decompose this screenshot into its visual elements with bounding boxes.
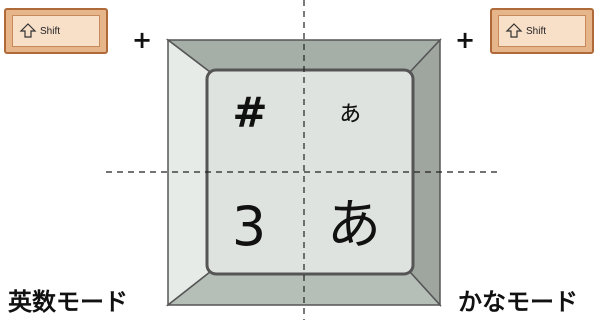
key-char-bottom-right: あ — [327, 193, 381, 256]
right-shift-key: Shift — [490, 8, 594, 54]
left-shift-key: Shift — [4, 8, 108, 54]
shift-arrow-icon — [19, 23, 37, 38]
key-char-top-right: ぁ — [336, 98, 363, 128]
right-shift-key-label: Shift — [526, 25, 547, 37]
alphanumeric-mode-label: 英数モード — [8, 288, 128, 316]
key-char-bottom-left: 3 — [231, 195, 267, 258]
shift-arrow-icon — [505, 23, 523, 38]
right-shift-key-face: Shift — [498, 15, 586, 47]
left-shift-key-face: Shift — [12, 15, 100, 47]
key-char-top-left: # — [232, 88, 268, 137]
kana-mode-label: かなモード — [458, 288, 578, 316]
left-shift-key-label: Shift — [40, 25, 61, 37]
left-plus-sign: + — [132, 26, 153, 54]
right-plus-sign: + — [455, 26, 476, 54]
